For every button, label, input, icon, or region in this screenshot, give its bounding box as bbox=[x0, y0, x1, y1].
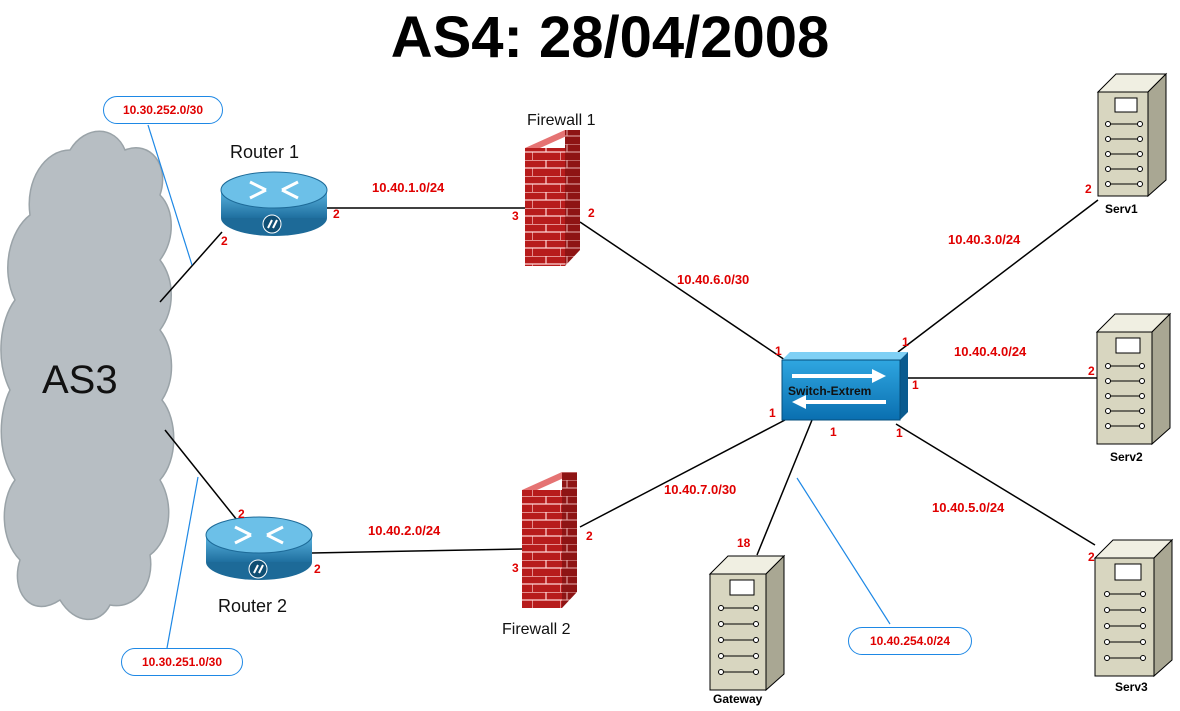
link-firewall1-switch bbox=[579, 221, 786, 361]
net-fw2-switch: 10.40.7.0/30 bbox=[664, 482, 737, 497]
port-router1-left: 2 bbox=[221, 234, 228, 248]
net-switch-serv3: 10.40.5.0/24 bbox=[932, 500, 1005, 515]
router-1 bbox=[220, 171, 328, 236]
link-switch-gateway bbox=[756, 419, 813, 556]
firewall-2 bbox=[522, 472, 577, 608]
page-title: AS4: 28/04/2008 bbox=[390, 5, 830, 70]
server-serv2 bbox=[1095, 312, 1172, 446]
port-switch-gateway: 1 bbox=[830, 425, 837, 439]
as3-cloud bbox=[0, 130, 175, 621]
port-firewall2-out: 2 bbox=[586, 529, 593, 543]
port-router1-right: 2 bbox=[333, 207, 340, 221]
net-switch-serv2: 10.40.4.0/24 bbox=[954, 344, 1027, 359]
net-r1-fw1: 10.40.1.0/24 bbox=[372, 180, 445, 195]
switch-label: Switch-Extrem bbox=[788, 384, 872, 398]
port-switch-serv3: 1 bbox=[896, 426, 903, 440]
link-firewall2-switch bbox=[579, 419, 786, 528]
switch-extrem bbox=[781, 352, 908, 421]
port-gateway: 18 bbox=[737, 536, 751, 550]
port-serv3: 2 bbox=[1088, 550, 1095, 564]
link-as3-router1 bbox=[159, 231, 223, 303]
port-firewall2-in: 3 bbox=[512, 561, 519, 575]
port-serv1: 2 bbox=[1085, 182, 1092, 196]
server-gateway bbox=[708, 554, 786, 692]
server-serv1 bbox=[1096, 72, 1168, 198]
as3-label: AS3 bbox=[42, 358, 118, 402]
net-r2-fw2: 10.40.2.0/24 bbox=[368, 523, 441, 538]
gateway-label: Gateway bbox=[713, 692, 763, 706]
router-1-label: Router 1 bbox=[230, 142, 300, 162]
callout-as3-router1: 10.30.252.0/30 bbox=[103, 96, 223, 124]
link-as3-router2 bbox=[164, 429, 238, 521]
server-serv3 bbox=[1093, 538, 1174, 678]
link-switch-serv1 bbox=[897, 199, 1099, 353]
net-fw1-switch: 10.40.6.0/30 bbox=[677, 272, 750, 287]
port-router2-right: 2 bbox=[314, 562, 321, 576]
port-firewall1-in: 3 bbox=[512, 209, 519, 223]
port-switch-fw2: 1 bbox=[769, 406, 776, 420]
router-2-label: Router 2 bbox=[218, 596, 288, 616]
port-serv2: 2 bbox=[1088, 364, 1095, 378]
links bbox=[159, 199, 1099, 556]
serv1-label: Serv1 bbox=[1105, 202, 1138, 216]
port-firewall1-out: 2 bbox=[588, 206, 595, 220]
firewall-1 bbox=[525, 130, 580, 266]
callout-gateway-network: 10.40.254.0/24 bbox=[848, 627, 972, 655]
firewall-2-label: Firewall 2 bbox=[502, 621, 571, 638]
port-switch-serv2: 1 bbox=[912, 378, 919, 392]
callout-pointers bbox=[147, 124, 891, 649]
serv3-label: Serv3 bbox=[1115, 680, 1148, 694]
router-2 bbox=[205, 516, 313, 580]
firewall-1-label: Firewall 1 bbox=[527, 112, 596, 129]
link-router2-firewall2 bbox=[311, 548, 523, 554]
link-switch-serv3 bbox=[895, 423, 1096, 546]
port-switch-fw1: 1 bbox=[775, 344, 782, 358]
net-switch-serv1: 10.40.3.0/24 bbox=[948, 232, 1021, 247]
serv2-label: Serv2 bbox=[1110, 450, 1143, 464]
port-switch-serv1: 1 bbox=[902, 335, 909, 349]
callout-as3-router2: 10.30.251.0/30 bbox=[121, 648, 243, 676]
port-router2-left: 2 bbox=[238, 507, 245, 521]
